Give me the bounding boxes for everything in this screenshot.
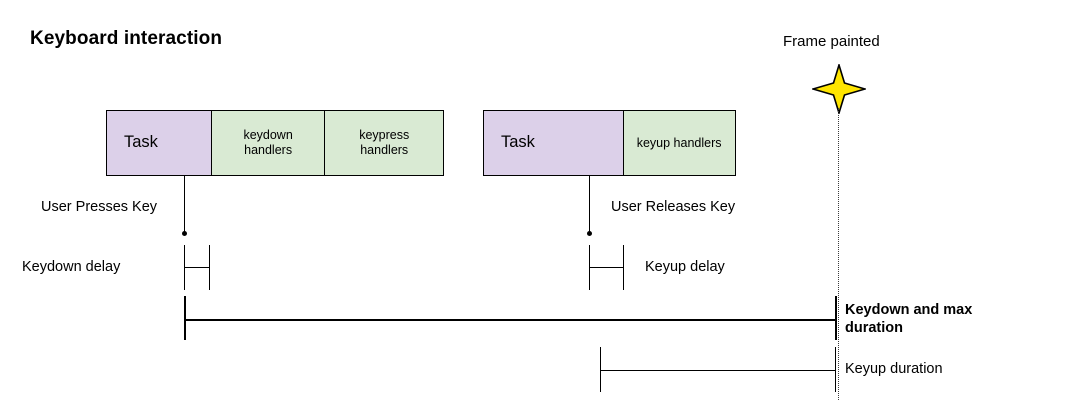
- keypress-handlers-label: keypress handlers: [359, 128, 410, 157]
- keydown-handlers-box[interactable]: keydown handlers: [210, 110, 326, 176]
- keyup-duration-span: [600, 370, 836, 371]
- keyup-duration-start-tick: [600, 347, 601, 392]
- task-box-keydown-label: Task: [124, 133, 158, 152]
- task-box-keyup-label: Task: [501, 133, 535, 152]
- keyup-duration-end-tick: [835, 347, 836, 392]
- user-releases-key-endpoint-dot: [587, 231, 592, 236]
- keyup-handlers-box[interactable]: keyup handlers: [622, 110, 736, 176]
- keydown-delay-label: Keydown delay: [22, 259, 121, 275]
- keydown-max-duration-label: Keydown and max duration: [845, 302, 973, 337]
- task-box-keydown[interactable]: Task: [106, 110, 212, 176]
- keyup-track: Task keyup handlers: [483, 110, 736, 176]
- user-releases-key-connector: [589, 176, 590, 233]
- page-title: Keyboard interaction: [30, 28, 223, 49]
- keypress-handlers-box[interactable]: keypress handlers: [324, 110, 445, 176]
- keyup-delay-label: Keyup delay: [645, 259, 725, 275]
- keyup-duration-label: Keyup duration: [845, 361, 943, 377]
- user-presses-key-connector: [184, 176, 185, 233]
- keyup-handlers-label: keyup handlers: [636, 135, 722, 150]
- frame-paint-guideline: [838, 108, 839, 400]
- keyup-delay-span: [589, 267, 624, 268]
- user-presses-key-endpoint-dot: [182, 231, 187, 236]
- frame-painted-label: Frame painted: [783, 33, 880, 50]
- four-point-star-icon: [810, 62, 868, 116]
- keydown-track: Task keydown handlers keypress handlers: [106, 110, 445, 176]
- keydown-max-duration-span: [184, 319, 836, 321]
- user-presses-key-label: User Presses Key: [41, 199, 158, 215]
- keydown-max-duration-start-tick: [184, 296, 186, 340]
- task-box-keyup[interactable]: Task: [483, 110, 624, 176]
- keydown-delay-span: [184, 267, 210, 268]
- keydown-max-duration-end-tick: [835, 296, 837, 340]
- user-releases-key-label: User Releases Key: [611, 199, 736, 215]
- keydown-handlers-label: keydown handlers: [243, 128, 293, 157]
